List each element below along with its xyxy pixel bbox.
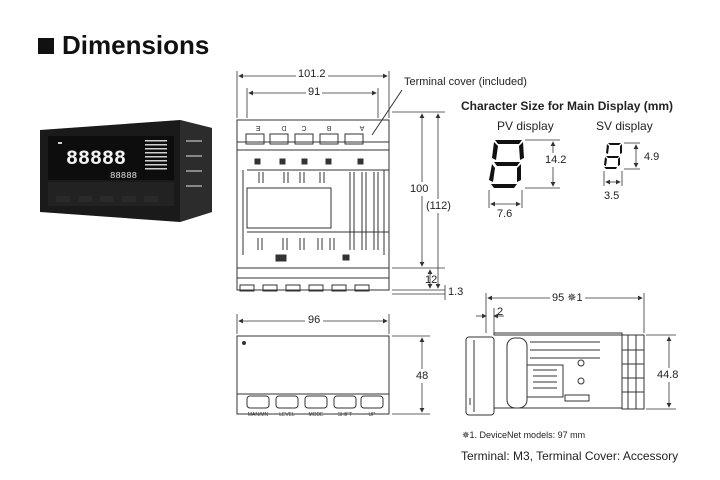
dim-bottom-b: 1.3: [448, 286, 464, 298]
pv-width-value: 7.6: [497, 208, 513, 220]
panel-button-2-label: LEVEL: [279, 412, 295, 418]
sv-display-label: SV display: [596, 119, 653, 133]
pv-height-value: 14.2: [545, 153, 567, 167]
pv-digit-icon: [489, 140, 524, 188]
terminal-letter-c: C: [301, 124, 306, 131]
dim-height-body: 100: [410, 182, 429, 196]
dim-panel-height: 48: [416, 369, 429, 383]
dim-height-overall: (112): [426, 199, 451, 213]
dim-width-body: 91: [306, 86, 323, 98]
photo-sub-digits: 88888: [110, 171, 137, 181]
sv-digit-icon: [604, 143, 622, 169]
front-view: [236, 89, 403, 292]
footer-note: Terminal: M3, Terminal Cover: Accessory: [461, 449, 679, 463]
panel-button-1-label: MAN/MN: [248, 412, 269, 418]
footnote: ✵1. DeviceNet models: 97 mm: [462, 430, 586, 440]
dim-panel-width: 96: [305, 314, 324, 326]
terminal-cover-label: Terminal cover (included): [404, 76, 527, 88]
dim-side-height: 44.8: [657, 368, 679, 382]
char-size-title: Character Size for Main Display (mm): [461, 99, 674, 113]
terminal-letter-a: A: [359, 124, 364, 131]
terminal-letter-d: D: [281, 124, 286, 131]
dim-width-overall: 101.2: [296, 68, 328, 80]
sv-width-value: 3.5: [604, 190, 620, 202]
photo-main-digits: 88888: [66, 148, 126, 171]
char-size-dimension-lines: [488, 139, 640, 208]
side-view: [465, 332, 645, 416]
sv-height-value: 4.9: [644, 151, 660, 163]
panel-button-3-label: MODE: [309, 412, 325, 418]
panel-button-5-label: UP: [369, 412, 377, 418]
section-heading: Dimensions: [38, 30, 209, 61]
panel-button-4-label: SHIFT: [338, 412, 352, 418]
dim-side-offset: 2: [497, 306, 504, 318]
pv-display-label: PV display: [497, 119, 554, 133]
heading-square-icon: [38, 37, 54, 54]
side-view-dimension-lines: [476, 293, 676, 410]
product-photo: [40, 120, 212, 222]
dim-bottom-a: 12: [425, 274, 438, 286]
terminal-letter-b: B: [326, 124, 331, 131]
dim-side-depth: 95 ✵1: [550, 291, 585, 304]
panel-view: [236, 335, 390, 415]
page-title: Dimensions: [62, 30, 210, 60]
terminal-letter-e: E: [255, 124, 260, 131]
